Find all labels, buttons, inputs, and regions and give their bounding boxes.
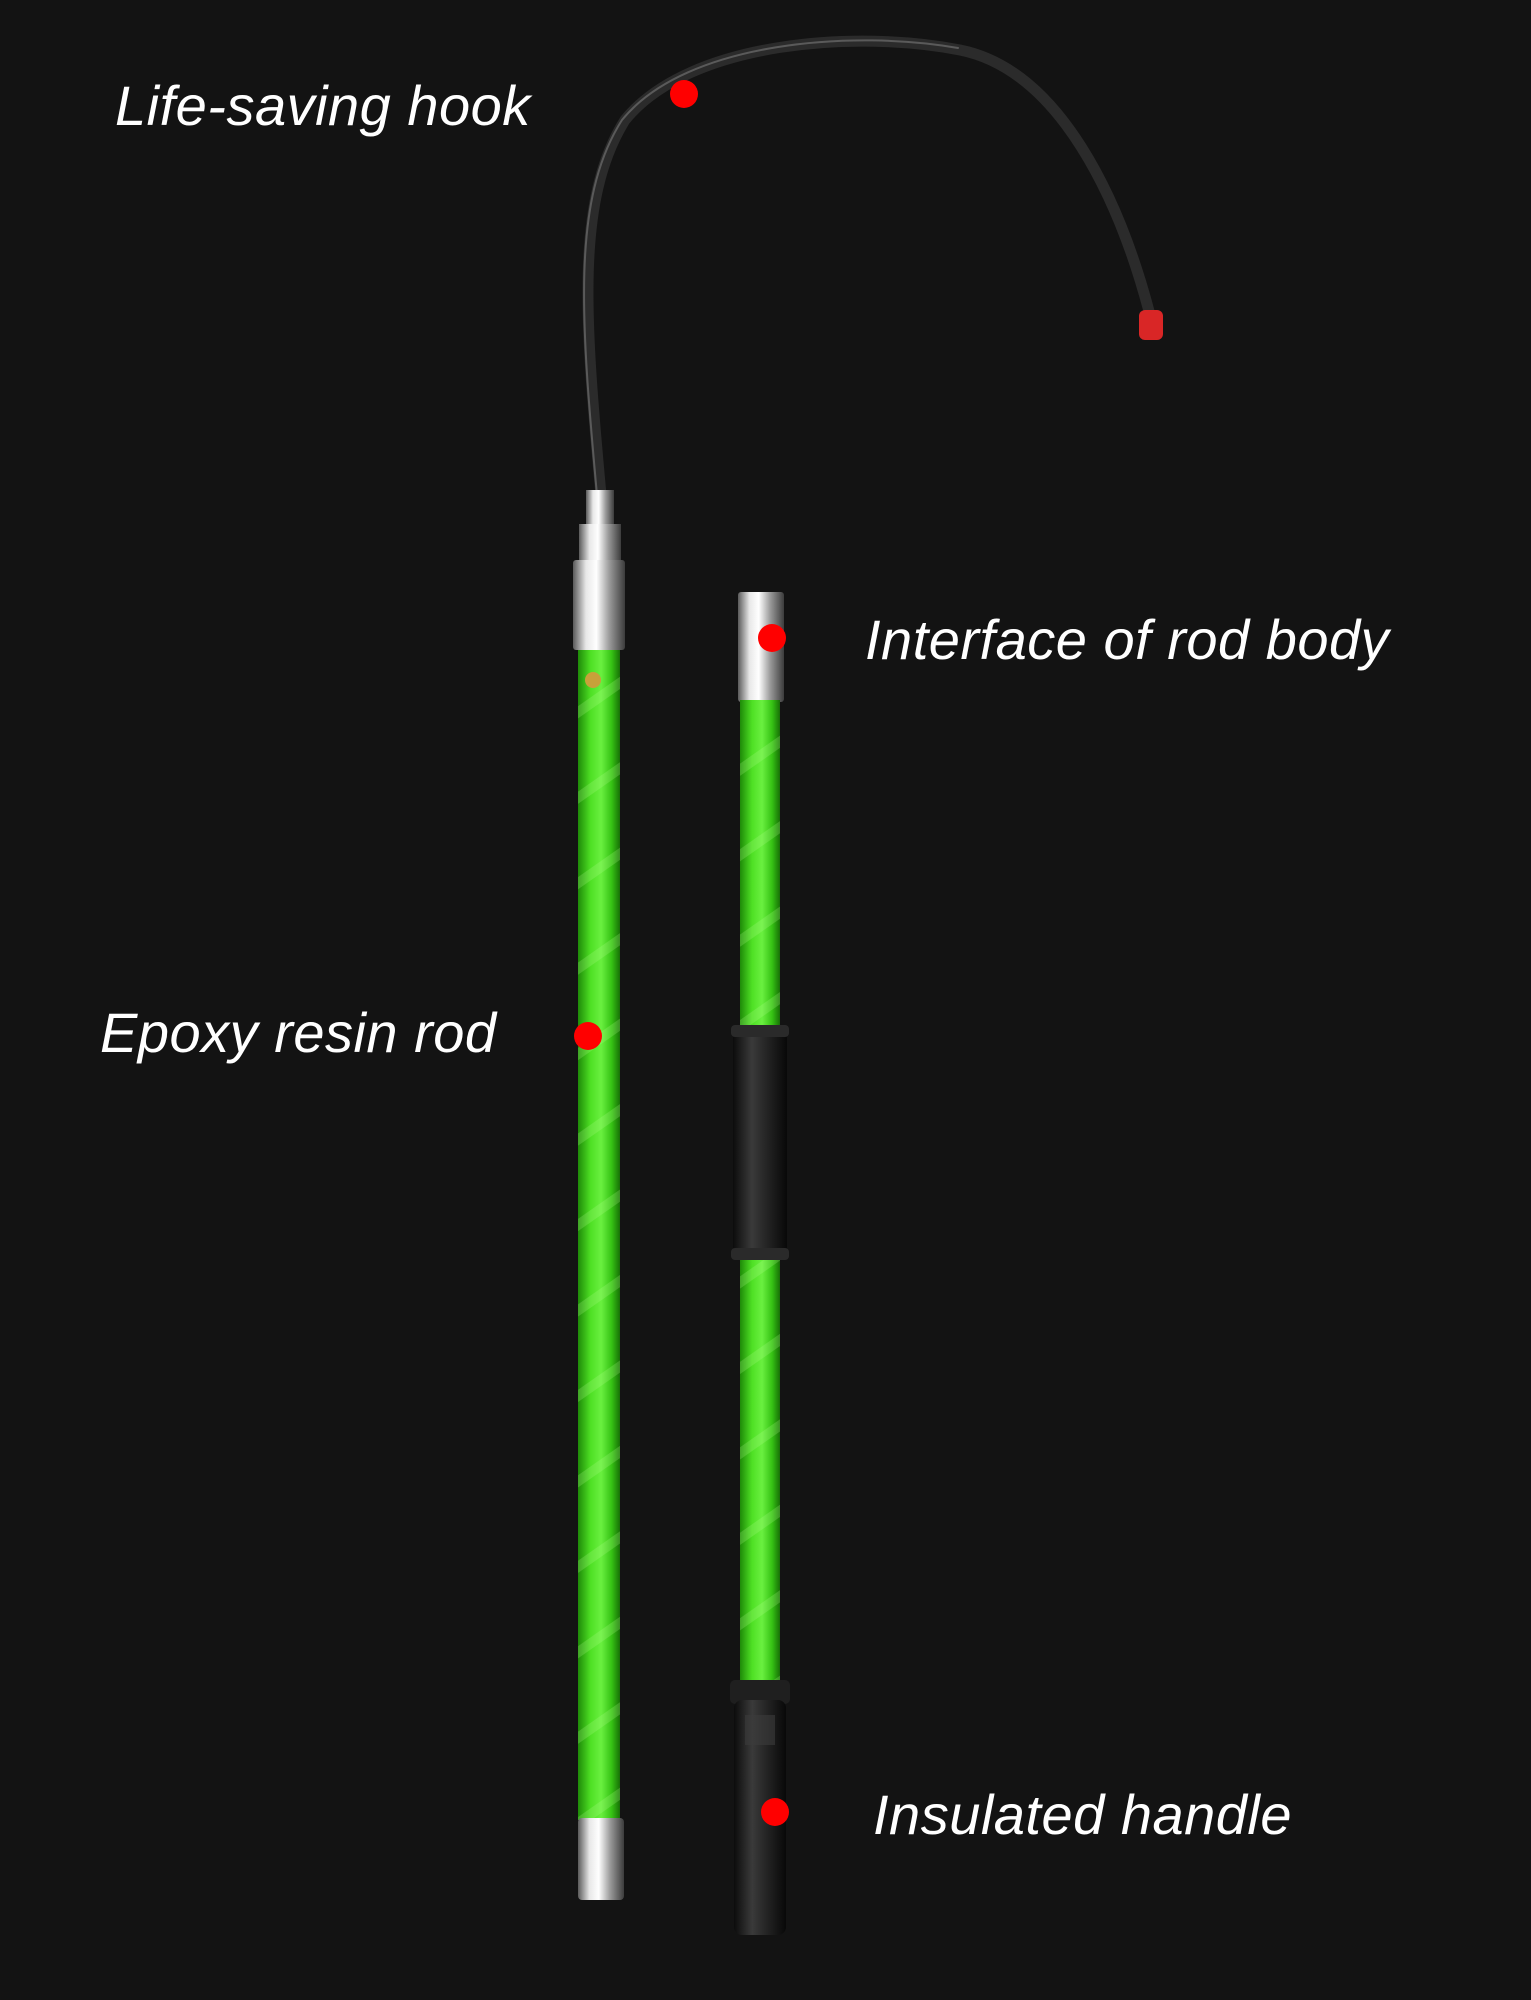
epoxy-resin-rod-left [573, 560, 625, 1900]
label-insulated-handle: Insulated handle [873, 1783, 1293, 1846]
right-rod-middle-grip [733, 1025, 787, 1260]
right-rod-top-interface [738, 592, 784, 702]
right-rod-middle-grip-ring-bottom [731, 1248, 789, 1260]
callout-markers [574, 80, 789, 1826]
life-saving-hook [579, 35, 1163, 560]
left-rod-bottom-cap [578, 1818, 624, 1900]
hook-tip-cap [1139, 310, 1163, 340]
hook-cable [582, 35, 1156, 501]
label-life-saving-hook: Life-saving hook [115, 74, 531, 137]
right-rod-middle-grip-ring-top [731, 1025, 789, 1037]
left-rod-top-fitting [573, 560, 625, 650]
label-epoxy-resin-rod: Epoxy resin rod [100, 1001, 497, 1064]
right-rod-upper-swirl [740, 700, 780, 1028]
left-rod-swirl [578, 650, 620, 1820]
hook-cable-highlight [583, 39, 959, 496]
left-rod-badge [585, 672, 601, 688]
marker-epoxy-resin-rod [574, 1022, 602, 1050]
label-interface-of-rod-body: Interface of rod body [865, 608, 1390, 671]
marker-life-saving-hook [670, 80, 698, 108]
insulated-rod-right [730, 592, 790, 1935]
hook-connector-small [586, 490, 614, 524]
insulated-handle [734, 1700, 786, 1935]
right-rod-lower-swirl [740, 1260, 780, 1685]
hook-connector-nut [579, 524, 621, 560]
marker-insulated-handle [761, 1798, 789, 1826]
marker-interface-of-rod-body [758, 624, 786, 652]
insulated-handle-collar [730, 1680, 790, 1704]
insulated-handle-texture [745, 1715, 775, 1745]
